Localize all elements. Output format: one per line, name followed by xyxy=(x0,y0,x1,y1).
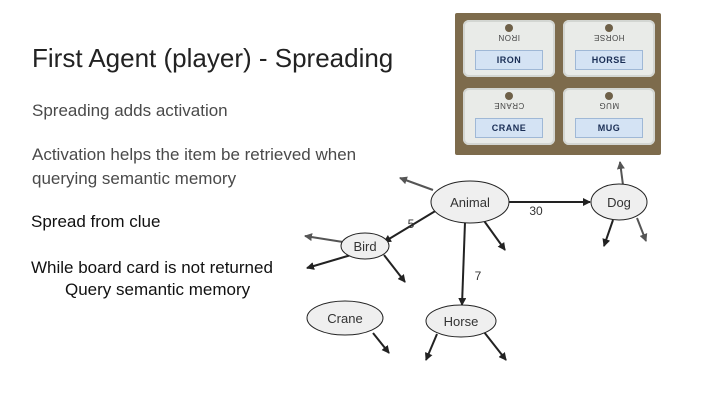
stub-edge-bird-down-right xyxy=(383,254,406,283)
stub-edge-crane-down xyxy=(372,332,390,354)
card-mug: MUG MUG xyxy=(563,88,655,145)
card-word: CRANE xyxy=(475,118,543,138)
card-iron: IRON IRON xyxy=(463,20,555,77)
node-crane-label: Crane xyxy=(327,311,362,326)
card-hole xyxy=(605,24,613,32)
node-animal: Animal xyxy=(430,180,510,224)
activation-line-2: querying semantic memory xyxy=(32,169,237,188)
node-horse: Horse xyxy=(425,304,497,338)
stub-edge-animal-down-right xyxy=(481,217,506,251)
activation-text: Activation helps the item be retrieved w… xyxy=(32,143,356,191)
stub-edge-horse-down-right xyxy=(483,331,507,361)
card-word: MUG xyxy=(575,118,643,138)
edge-animal-bird xyxy=(383,209,438,243)
card-word: IRON xyxy=(475,50,543,70)
card-crane: CRANE CRANE xyxy=(463,88,555,145)
node-animal-label: Animal xyxy=(450,195,490,210)
activation-line-1: Activation helps the item be retrieved w… xyxy=(32,145,357,164)
slide-subtitle: Spreading adds activation xyxy=(32,101,228,120)
card-word: HORSE xyxy=(575,50,643,70)
stub-edge-bird-down-left xyxy=(306,254,352,270)
stub-edge-dog-down-left xyxy=(602,219,614,247)
board-cards-photo: IRON IRON HORSE HORSE CRANE CRANE MUG MU… xyxy=(455,13,661,155)
node-bird-label: Bird xyxy=(353,239,376,254)
edge-animal-horse xyxy=(458,221,467,306)
loop-text: While board card is not returned Query s… xyxy=(31,257,273,301)
spread-text: Spread from clue xyxy=(31,212,161,231)
loop-line-1: While board card is not returned xyxy=(31,258,273,277)
weight-animal-horse: 7 xyxy=(475,269,482,283)
stub-edge-animal-left xyxy=(399,176,434,191)
stub-edge-horse-down-left xyxy=(425,333,438,361)
card-hole xyxy=(605,92,613,100)
card-hole xyxy=(505,24,513,32)
node-crane: Crane xyxy=(306,300,384,336)
node-horse-label: Horse xyxy=(444,314,479,329)
weight-animal-dog: 30 xyxy=(529,204,543,218)
card-hole xyxy=(505,92,513,100)
stub-edge-dog-down-right xyxy=(636,217,648,242)
card-horse: HORSE HORSE xyxy=(563,20,655,77)
node-bird: Bird xyxy=(340,232,390,260)
slide-title: First Agent (player) - Spreading xyxy=(32,43,394,73)
weight-animal-bird: 5 xyxy=(408,217,415,231)
loop-line-2: Query semantic memory xyxy=(65,280,251,299)
stub-edge-dog-up xyxy=(616,161,625,186)
node-dog: Dog xyxy=(590,183,648,221)
stub-edge-bird-left xyxy=(304,233,344,243)
node-dog-label: Dog xyxy=(607,195,631,210)
